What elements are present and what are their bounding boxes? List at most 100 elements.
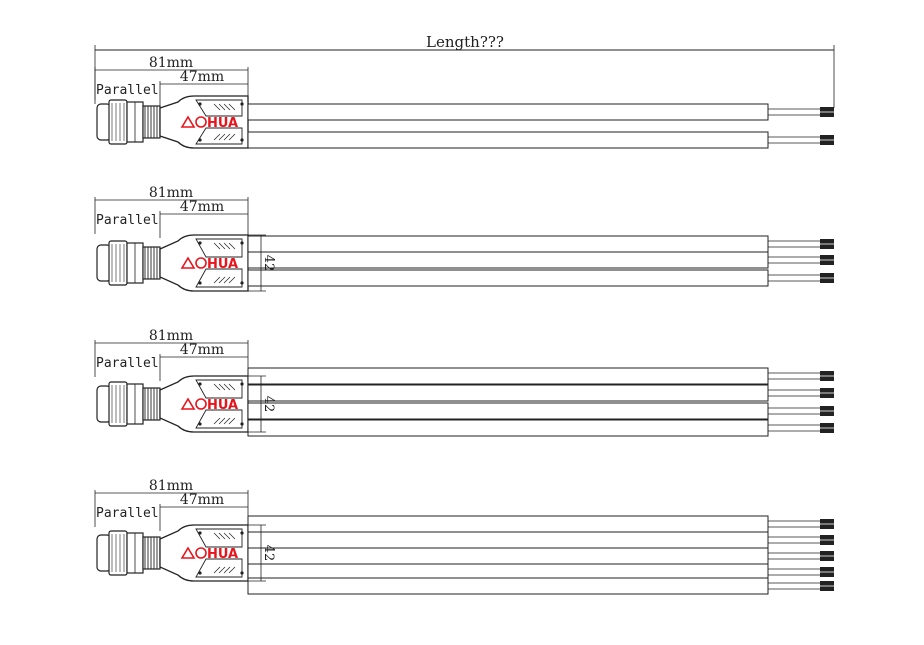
brand-logo-text: HUA bbox=[207, 398, 238, 413]
grip-stripe bbox=[218, 566, 226, 574]
grip-stripe bbox=[218, 532, 226, 540]
screw-dot bbox=[198, 571, 202, 575]
cable-wire bbox=[247, 577, 769, 595]
splitter-lower-lobe bbox=[195, 268, 243, 288]
cable-wire bbox=[247, 531, 769, 549]
cable-wire bbox=[247, 384, 769, 402]
type-label: Parallel bbox=[96, 356, 159, 371]
cable-wire bbox=[247, 547, 769, 565]
screw-dot bbox=[198, 422, 202, 426]
cable-wire bbox=[247, 235, 769, 253]
brand-logo-ring bbox=[195, 547, 207, 559]
grip-stripe bbox=[228, 417, 236, 425]
grip-stripe bbox=[218, 417, 226, 425]
screw-dot bbox=[198, 281, 202, 285]
splitter-lower-lobe bbox=[195, 558, 243, 578]
grip-stripe bbox=[228, 276, 236, 284]
grip-stripe bbox=[228, 242, 236, 250]
grip-stripe bbox=[213, 566, 221, 574]
screw-dot bbox=[198, 382, 202, 386]
width-label: 42 bbox=[261, 545, 276, 562]
screw-dot bbox=[240, 531, 244, 535]
grip-stripe bbox=[228, 566, 236, 574]
screw-dot bbox=[240, 281, 244, 285]
brand-logo-ring bbox=[195, 398, 207, 410]
grip-stripe bbox=[228, 103, 236, 111]
grip-stripe bbox=[213, 276, 221, 284]
grip-stripe bbox=[228, 532, 236, 540]
grip-stripe bbox=[213, 133, 221, 141]
grip-stripe bbox=[223, 566, 231, 574]
cable-wire bbox=[247, 419, 769, 437]
grip-stripe bbox=[223, 417, 231, 425]
cable-wire bbox=[247, 402, 769, 420]
grip-stripe bbox=[223, 133, 231, 141]
splitter-lower-lobe bbox=[195, 127, 243, 145]
brand-logo-mark bbox=[180, 397, 196, 410]
screw-dot bbox=[240, 138, 244, 142]
grip-stripe bbox=[218, 383, 226, 391]
screw-dot bbox=[240, 241, 244, 245]
grip-stripe bbox=[218, 103, 226, 111]
brand-logo-mark bbox=[180, 115, 196, 128]
brand-logo-mark bbox=[180, 256, 196, 269]
brand-logo-text: HUA bbox=[207, 116, 238, 131]
brand-logo-text: HUA bbox=[207, 547, 238, 562]
grip-stripe bbox=[223, 532, 231, 540]
grip-stripe bbox=[213, 532, 221, 540]
width-label: 42 bbox=[261, 255, 276, 272]
brand-logo-ring bbox=[195, 116, 207, 128]
grip-stripe bbox=[218, 133, 226, 141]
screw-dot bbox=[240, 422, 244, 426]
grip-stripe bbox=[218, 276, 226, 284]
screw-dot bbox=[198, 138, 202, 142]
screw-dot bbox=[198, 241, 202, 245]
overall-length-label: 81mm bbox=[149, 478, 193, 494]
grip-stripe bbox=[228, 383, 236, 391]
overall-length-label: 81mm bbox=[149, 55, 193, 71]
cable-wire bbox=[247, 103, 769, 121]
brand-logo-ring bbox=[195, 257, 207, 269]
body-length-label: 47mm bbox=[180, 342, 224, 358]
body-length-label: 47mm bbox=[180, 199, 224, 215]
type-label: Parallel bbox=[96, 83, 159, 98]
total-length-label: Length??? bbox=[426, 33, 504, 51]
splitter-upper-lobe bbox=[195, 528, 243, 548]
splitter-upper-lobe bbox=[195, 238, 243, 258]
splitter-lower-lobe bbox=[195, 409, 243, 429]
grip-stripe bbox=[223, 103, 231, 111]
cable-wire bbox=[247, 515, 769, 533]
cable-wire bbox=[247, 251, 769, 269]
grip-stripe bbox=[228, 133, 236, 141]
screw-dot bbox=[240, 571, 244, 575]
overall-length-label: 81mm bbox=[149, 185, 193, 201]
screw-dot bbox=[198, 531, 202, 535]
splitter-upper-lobe bbox=[195, 379, 243, 399]
grip-stripe bbox=[213, 383, 221, 391]
width-label: 42 bbox=[261, 396, 276, 413]
cable-wire bbox=[247, 269, 769, 287]
screw-dot bbox=[240, 382, 244, 386]
grip-stripe bbox=[213, 103, 221, 111]
brand-logo-mark bbox=[180, 546, 196, 559]
body-length-label: 47mm bbox=[180, 492, 224, 508]
grip-stripe bbox=[223, 383, 231, 391]
body-length-label: 47mm bbox=[180, 69, 224, 85]
screw-dot bbox=[198, 102, 202, 106]
cable-wire bbox=[247, 131, 769, 149]
cable-wire bbox=[247, 367, 769, 385]
type-label: Parallel bbox=[96, 213, 159, 228]
splitter-upper-lobe bbox=[195, 99, 243, 117]
type-label: Parallel bbox=[96, 506, 159, 521]
total-length-dimension: Length??? bbox=[94, 33, 835, 108]
brand-logo-text: HUA bbox=[207, 257, 238, 272]
grip-stripe bbox=[223, 276, 231, 284]
grip-stripe bbox=[218, 242, 226, 250]
grip-stripe bbox=[223, 242, 231, 250]
